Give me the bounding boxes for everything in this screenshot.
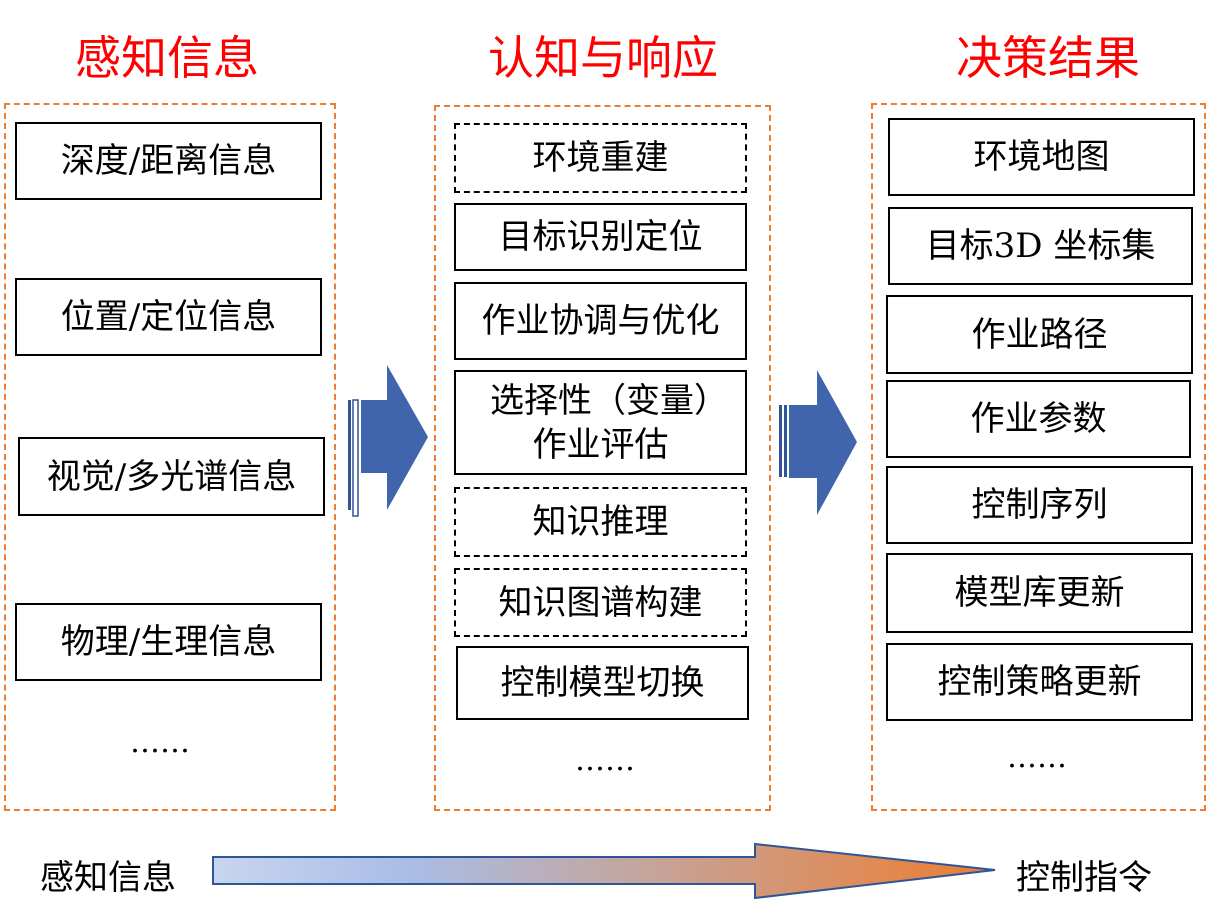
striped-arrow-icon-2	[779, 370, 857, 515]
flow-end-label: 控制指令	[1016, 858, 1152, 898]
column-title-perception: 感知信息	[75, 31, 259, 85]
cognition-item: 环境重建	[454, 123, 747, 193]
column-title-cognition: 认知与响应	[488, 31, 718, 85]
decision-more: ……	[1007, 740, 1067, 775]
cognition-item: 控制模型切换	[456, 646, 749, 720]
cognition-item: 知识推理	[454, 487, 747, 557]
cognition-item: 作业协调与优化	[454, 282, 747, 360]
perception-item: 位置/定位信息	[15, 278, 322, 356]
perception-panel	[4, 103, 336, 811]
decision-item: 模型库更新	[886, 553, 1193, 633]
decision-item: 作业路径	[886, 295, 1193, 374]
decision-item: 控制策略更新	[886, 643, 1193, 721]
decision-item: 作业参数	[886, 380, 1191, 458]
cognition-item: 知识图谱构建	[454, 568, 747, 637]
decision-item: 目标3D 坐标集	[888, 207, 1193, 285]
gradient-flow-arrow-icon	[212, 842, 996, 900]
flow-start-label: 感知信息	[40, 858, 176, 898]
cognition-more: ……	[575, 743, 635, 778]
cognition-panel	[434, 105, 771, 811]
perception-item: 视觉/多光谱信息	[18, 437, 325, 516]
decision-item: 控制序列	[886, 466, 1193, 544]
cognition-item: 目标识别定位	[454, 203, 747, 271]
perception-more: ……	[130, 725, 190, 760]
striped-arrow-icon-1	[348, 365, 428, 517]
decision-panel	[871, 103, 1206, 811]
perception-item: 物理/生理信息	[15, 603, 322, 681]
decision-item: 环境地图	[888, 118, 1195, 196]
column-title-decision: 决策结果	[956, 31, 1140, 85]
perception-item: 深度/距离信息	[15, 122, 322, 200]
cognition-item: 选择性（变量）作业评估	[454, 370, 747, 475]
